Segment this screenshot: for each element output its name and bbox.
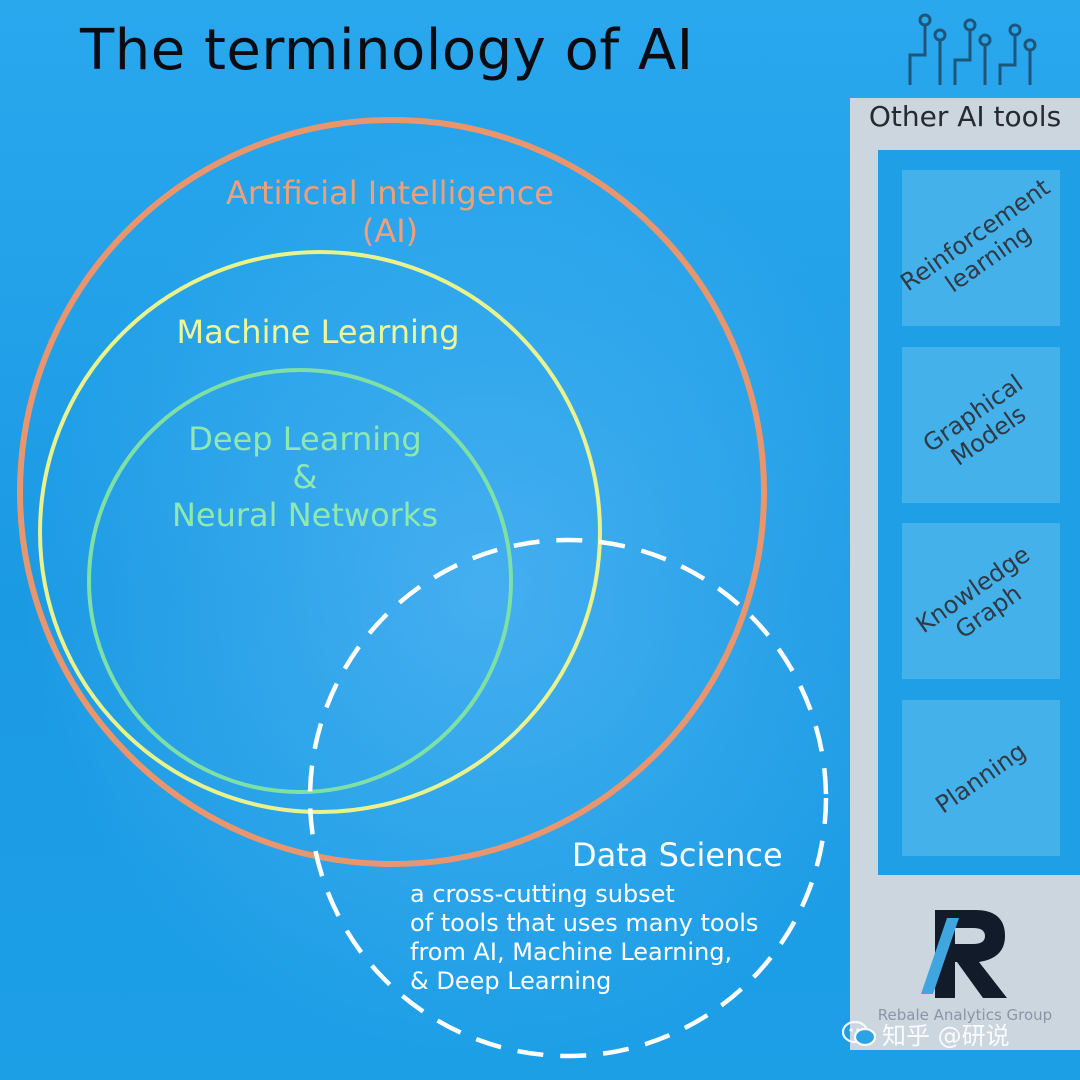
tool-label: Graphical Models [901, 358, 1061, 493]
ml-label: Machine Learning [176, 313, 460, 351]
ai-label: Artificial Intelligence (AI) [140, 174, 640, 250]
other-tools-panel: Other AI tools Reinforcement learning Gr… [850, 98, 1080, 1050]
tool-label: Knowledge Graph [901, 534, 1061, 669]
tools-list: Reinforcement learning Graphical Models … [878, 150, 1080, 875]
tool-label: Planning [909, 722, 1054, 835]
dl-label-line1: Deep Learning [188, 420, 422, 458]
tool-card-knowledge-graph: Knowledge Graph [902, 523, 1060, 679]
ai-label-line2: (AI) [361, 212, 419, 250]
data-science-description: a cross-cutting subset of tools that use… [410, 880, 790, 996]
data-science-title: Data Science [572, 836, 783, 874]
circuit-icon [908, 13, 1037, 85]
data-science-circle [307, 537, 829, 1059]
ai-label-line1: Artificial Intelligence [226, 174, 554, 212]
tool-card-graphical-models: Graphical Models [902, 347, 1060, 503]
ds-desc-line: of tools that uses many tools [410, 909, 759, 937]
wechat-icon [842, 1020, 876, 1046]
dl-circle [87, 368, 513, 794]
ai-circle [17, 117, 767, 867]
tool-label-line1: Planning [930, 736, 1032, 819]
dl-label-line2: & [292, 458, 318, 496]
dl-label-line3: Neural Networks [171, 496, 438, 534]
ml-circle [38, 250, 602, 814]
watermark-text: 知乎 @研说 [882, 1022, 1010, 1050]
r-logo-icon [921, 910, 1007, 998]
ds-desc-line: from AI, Machine Learning, [410, 938, 733, 966]
tool-label: Reinforcement learning [895, 173, 1066, 319]
ds-desc-line: a cross-cutting subset [410, 880, 675, 908]
tool-card-reinforcement-learning: Reinforcement learning [895, 170, 1060, 326]
tool-card-planning: Planning [902, 700, 1060, 856]
page-title: The terminology of AI [80, 18, 694, 83]
org-name: Rebale Analytics Group [877, 1006, 1053, 1024]
dl-label: Deep Learning & Neural Networks [130, 420, 480, 534]
watermark: 知乎 @研说 [842, 1016, 1010, 1051]
panel-title: Other AI tools [868, 100, 1062, 133]
ds-desc-line: & Deep Learning [410, 967, 612, 995]
